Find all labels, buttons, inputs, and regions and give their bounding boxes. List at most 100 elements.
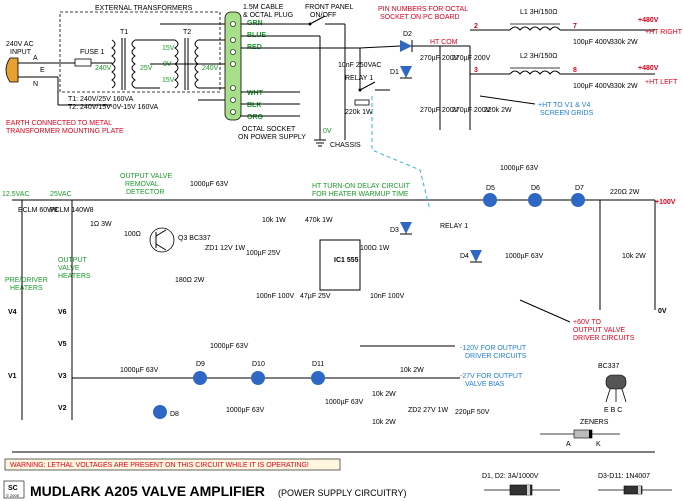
d10-diode-icon [251,371,265,385]
c1000-63f-label: 1000µF 63V [226,407,265,414]
logo-bottom: © 2005 [6,493,20,498]
r10k2wc-label: 10k 2W [372,419,396,426]
c1000-63-label: 1000µF 63V [190,181,229,188]
d3d11-spec: D3-D11: 1N4007 [598,473,650,480]
q3-transistor-icon [149,227,175,253]
wire-blk: BLK [247,102,261,109]
heater-v4: V4 [8,309,17,316]
c270d-label: 270µF 200V [452,107,491,114]
ic1-label: IC1 555 [334,257,359,264]
d8-diode-icon [153,405,167,419]
l2-label: L2 3H/150Ω [520,53,558,60]
d1-diode-icon [400,66,412,79]
heater-v6: V6 [58,309,67,316]
eclm-label: ECLM 60W8 [18,207,58,214]
ht-delay2: FOR HEATER WARMUP TIME [312,191,409,198]
c100nf1-label: 100nF 100V [256,293,294,300]
ebc-label: E B C [604,407,622,414]
d3-diode-icon [400,222,412,235]
d4-label: D4 [460,253,469,260]
chassis-label: CHASSIS [330,142,361,149]
pin8-label: 8 [573,67,577,74]
fuse-icon [74,58,92,67]
t2-label: T2 [183,29,191,36]
r330kb: 330k 2W [610,83,638,90]
relay1-coil-label: RELAY 1 [440,223,468,230]
c100-400b: 100µF 400V [573,83,612,90]
transformers-box [59,11,221,93]
out-valve-label3: DETECTOR [126,189,164,196]
ht-com-label: HT COM [430,39,458,46]
v12-5-label: 12.5VAC [2,191,30,198]
v25vac-label: 25VAC [50,191,72,198]
ic1-555-icon [319,239,361,291]
ht-delay1: HT TURN-ON DELAY CIRCUIT [312,183,411,190]
v60-note3: DRIVER CIRCUITS [573,335,635,342]
front-panel-label1: FRONT PANEL [305,4,353,11]
ht-left-voltage: +480V [638,65,659,72]
cable-label1: 1.5M CABLE [243,4,284,11]
r470k-label: 470k 1W [305,217,333,224]
out-valve-label2: REMOVAL [125,181,159,188]
zd1-label: ZD1 12V 1W [205,245,245,252]
d7-label: D7 [575,185,584,192]
ext-transformers-label: EXTERNAL TRANSFORMERS [95,5,193,12]
zener-k: K [596,441,601,448]
ht-right-voltage: +480V [638,17,659,24]
t1-240v: 240V [95,65,112,72]
octal-label2: ON POWER SUPPLY [238,134,306,141]
out-heaters1: OUTPUT [58,257,88,264]
c100-400a: 100µF 400V [573,39,612,46]
front-panel-label2: ON/OFF [310,12,336,19]
logo-top: SC [8,485,18,492]
sc-logo [3,480,25,499]
d2-label: D2 [403,31,412,38]
screen-grid2: SCREEN GRIDS [540,110,594,117]
d1d2-spec: D1, D2: 3A/1000V [482,473,539,480]
fuse-label: FUSE 1 [80,49,105,56]
heater-v1: V1 [8,373,17,380]
sub-title: (POWER SUPPLY CIRCUITRY) [278,488,407,498]
l2-choke-icon [509,67,561,75]
v60-note2: OUTPUT VALVE [573,327,625,334]
warning-box [4,458,341,471]
mains-a: A [33,55,38,62]
d9-diode-icon [193,371,207,385]
d3-label: D3 [390,227,399,234]
ht-left-label: +HT LEFT [645,79,678,86]
c270c-label: 270µF 200V [420,107,459,114]
l1-choke-icon [509,23,561,31]
l1-label: L1 3H/150Ω [520,9,558,16]
heater-v2: V2 [58,405,67,412]
neg120-note2: DRIVER CIRCUITS [465,353,527,360]
t1-transformer-icon [111,38,136,90]
relay1-top-label: RELAY 1 [345,75,373,82]
pin-note1: PIN NUMBERS FOR OCTAL [378,6,468,13]
out-heaters3: HEATERS [58,273,91,280]
d6-label: D6 [531,185,540,192]
r220k2w-label: 220k 2W [484,107,512,114]
main-title: MUDLARK A205 VALVE AMPLIFIER [30,483,265,499]
pre-heaters1: PRE/DRIVER [5,277,48,284]
c1000-63b-label: 1000µF 63V [500,165,539,172]
relay1-contact-icon [354,48,390,106]
c270b-label: 270µF 200V [452,55,491,62]
ht-right-label: +HT RIGHT [645,29,683,36]
t1-label: T1 [120,29,128,36]
r220k-label: 220k 1W [345,109,373,116]
t2-15v-a: 15V [162,45,175,52]
chassis-0v: 0V [323,128,332,135]
zeners-label: ZENERS [580,419,609,426]
earth-note1: EARTH CONNECTED TO METAL [6,120,112,127]
cable-label2: & OCTAL PLUG [243,12,293,19]
d1d2-package-icon [484,484,560,496]
wire-wht: WHT [247,90,264,97]
neg120-note1: -120V FOR OUTPUT [460,345,527,352]
plus100-label: +100V [655,199,676,206]
c1000-63e-label: 1000µF 63V [210,343,249,350]
d5-label: D5 [486,185,495,192]
c220-label: 220µF 50V [455,409,490,416]
mains-plug-icon [5,57,30,83]
d4-diode-icon [470,250,482,263]
